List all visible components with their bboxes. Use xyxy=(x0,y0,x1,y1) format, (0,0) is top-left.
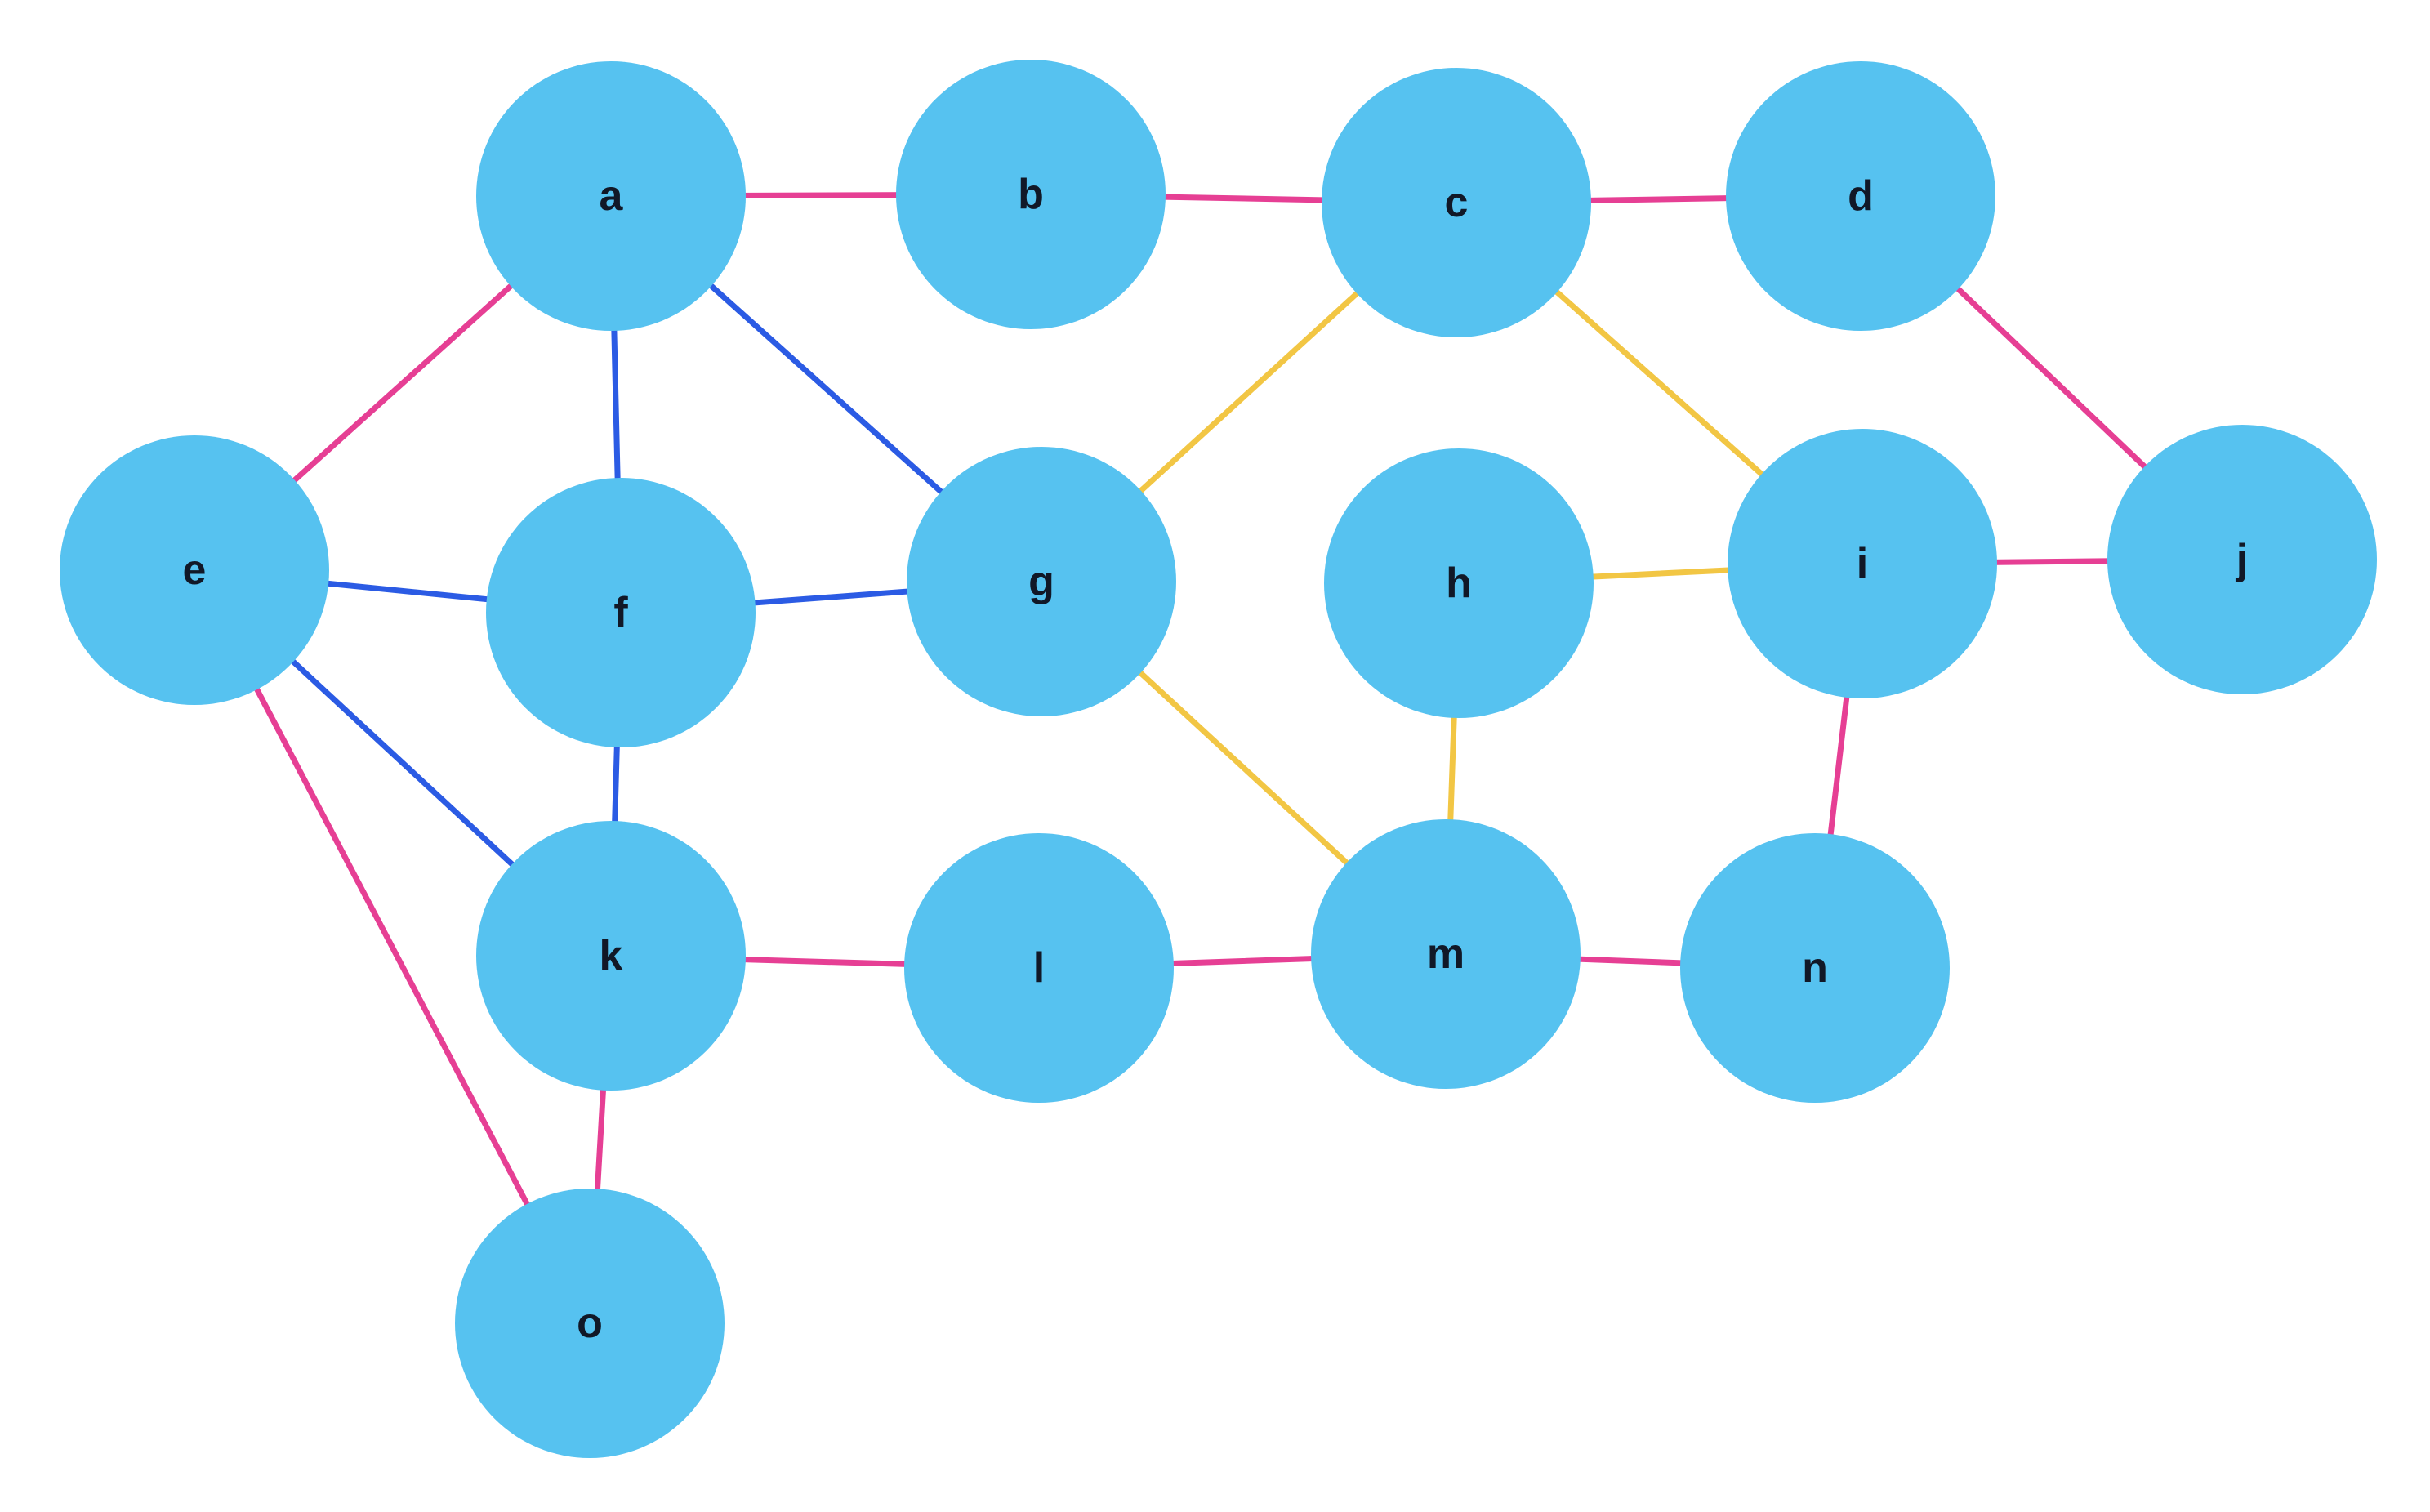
node-k[interactable]: k xyxy=(476,821,746,1091)
node-circle-m[interactable] xyxy=(1311,819,1581,1089)
node-circle-i[interactable] xyxy=(1728,429,1997,698)
node-o[interactable]: o xyxy=(455,1189,725,1458)
node-g[interactable]: g xyxy=(907,447,1176,716)
node-circle-a[interactable] xyxy=(476,61,746,331)
edges-layer xyxy=(191,191,2245,1327)
edge-e-o xyxy=(191,567,593,1327)
node-l[interactable]: l xyxy=(904,833,1174,1103)
node-circle-b[interactable] xyxy=(896,60,1166,329)
node-circle-e[interactable] xyxy=(60,435,329,705)
node-circle-j[interactable] xyxy=(2107,425,2377,694)
node-circle-g[interactable] xyxy=(907,447,1176,716)
node-circle-o[interactable] xyxy=(455,1189,725,1458)
node-circle-k[interactable] xyxy=(476,821,746,1091)
node-i[interactable]: i xyxy=(1728,429,1997,698)
node-c[interactable]: c xyxy=(1322,68,1591,337)
node-d[interactable]: d xyxy=(1726,61,1995,331)
node-m[interactable]: m xyxy=(1311,819,1581,1089)
node-circle-n[interactable] xyxy=(1680,833,1950,1103)
node-circle-h[interactable] xyxy=(1324,448,1594,718)
node-circle-c[interactable] xyxy=(1322,68,1591,337)
node-n[interactable]: n xyxy=(1680,833,1950,1103)
node-f[interactable]: f xyxy=(486,478,756,747)
node-h[interactable]: h xyxy=(1324,448,1594,718)
node-circle-f[interactable] xyxy=(486,478,756,747)
node-b[interactable]: b xyxy=(896,60,1166,329)
node-circle-l[interactable] xyxy=(904,833,1174,1103)
node-e[interactable]: e xyxy=(60,435,329,705)
node-j[interactable]: j xyxy=(2107,425,2377,694)
node-a[interactable]: a xyxy=(476,61,746,331)
node-circle-d[interactable] xyxy=(1726,61,1995,331)
